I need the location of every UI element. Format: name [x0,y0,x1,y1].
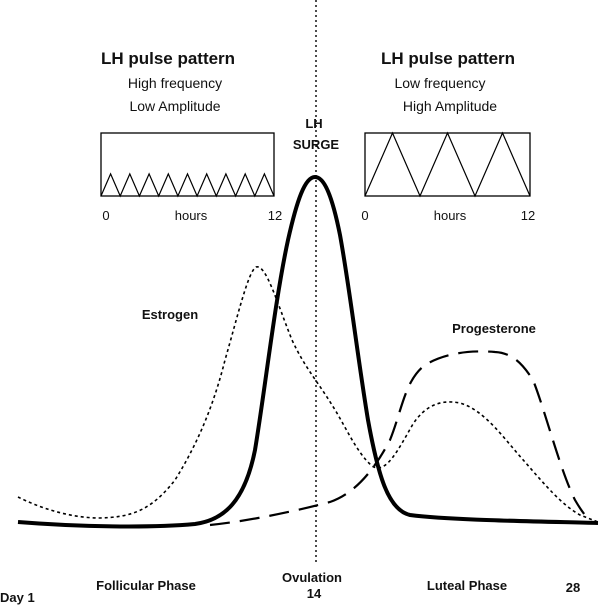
day28-label: 28 [566,580,580,595]
right-axis-end: 12 [521,208,535,223]
lh-surge-label-line2: SURGE [293,137,340,152]
left-axis-end: 12 [268,208,282,223]
ovulation-label: Ovulation [282,570,342,585]
right-pulse-box [364,132,531,197]
follicular-phase-label: Follicular Phase [96,578,196,593]
left-axis-start: 0 [102,208,109,223]
right-panel-title: LH pulse pattern [381,49,515,68]
left-axis-unit: hours [175,208,208,223]
day1-label: Day 1 [0,590,35,605]
left-pulse-trace [100,172,275,198]
right-axis-start: 0 [361,208,368,223]
left-panel-title: LH pulse pattern [101,49,235,68]
left-panel-line1: High frequency [128,75,222,91]
lh-curve [17,174,599,529]
progesterone-label: Progesterone [452,321,536,336]
right-pulse-trace [364,131,531,198]
left-pulse-box [100,132,275,197]
right-panel-line1: Low frequency [394,75,485,91]
right-axis-unit: hours [434,208,467,223]
right-panel-line2: High Amplitude [403,98,497,114]
estrogen-curve [17,266,599,523]
lh-surge-label-line1: LH [305,116,322,131]
ovulation-day-label: 14 [307,586,322,601]
luteal-phase-label: Luteal Phase [427,578,507,593]
estrogen-label: Estrogen [142,307,198,322]
left-panel-line2: Low Amplitude [129,98,220,114]
progesterone-curve [209,350,591,527]
